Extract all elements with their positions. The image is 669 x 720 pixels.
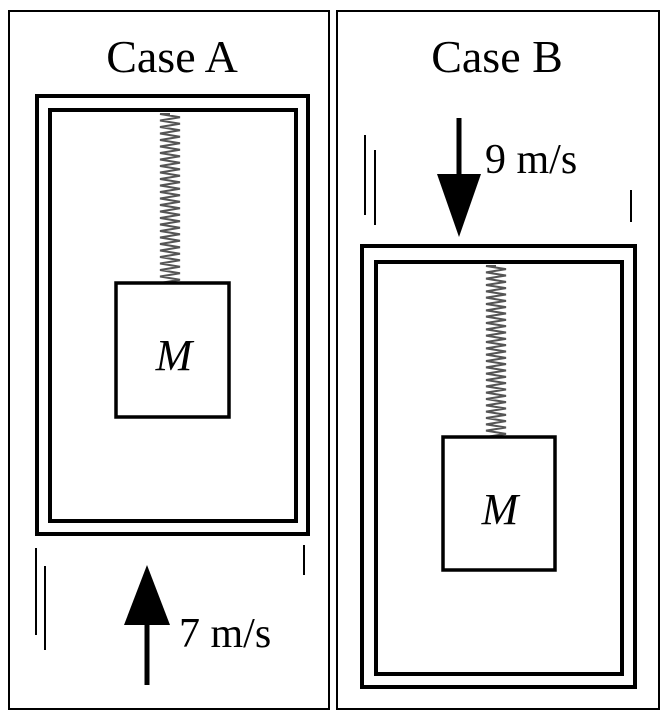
case-a-spring-coil [159, 113, 181, 284]
case-a-panel: Case A M 7 m/s [8, 10, 330, 710]
case-a-elevator-inner-wall [48, 108, 298, 523]
case-b-panel: Case B 9 m/s M [336, 10, 660, 710]
arrow-down-icon [437, 118, 481, 237]
case-b-spring-coil [485, 265, 507, 438]
case-a-velocity-label: 7 m/s [179, 611, 271, 657]
motion-line-icon [35, 545, 305, 650]
spring-icon [485, 265, 507, 438]
case-a-panel-border [8, 10, 330, 710]
case-a-title: Case A [106, 31, 238, 82]
case-b-velocity-label: 9 m/s [485, 137, 577, 183]
motion-line-icon [364, 135, 632, 225]
case-b-mass-label: M [481, 485, 521, 534]
case-b-elevator-outer-wall [360, 244, 637, 689]
case-b-title: Case B [431, 31, 563, 82]
case-b-panel-border [336, 10, 660, 710]
case-b-arrow-head [437, 174, 481, 237]
case-b-mass-block [441, 435, 557, 572]
case-a-elevator-outer-wall [35, 94, 310, 536]
case-a-mass-block [114, 281, 231, 419]
case-a-arrow-head [124, 565, 170, 625]
arrow-up-icon [124, 565, 170, 685]
case-b-elevator-inner-wall [374, 260, 624, 676]
case-a-mass-label: M [155, 331, 195, 380]
spring-icon [159, 113, 181, 284]
